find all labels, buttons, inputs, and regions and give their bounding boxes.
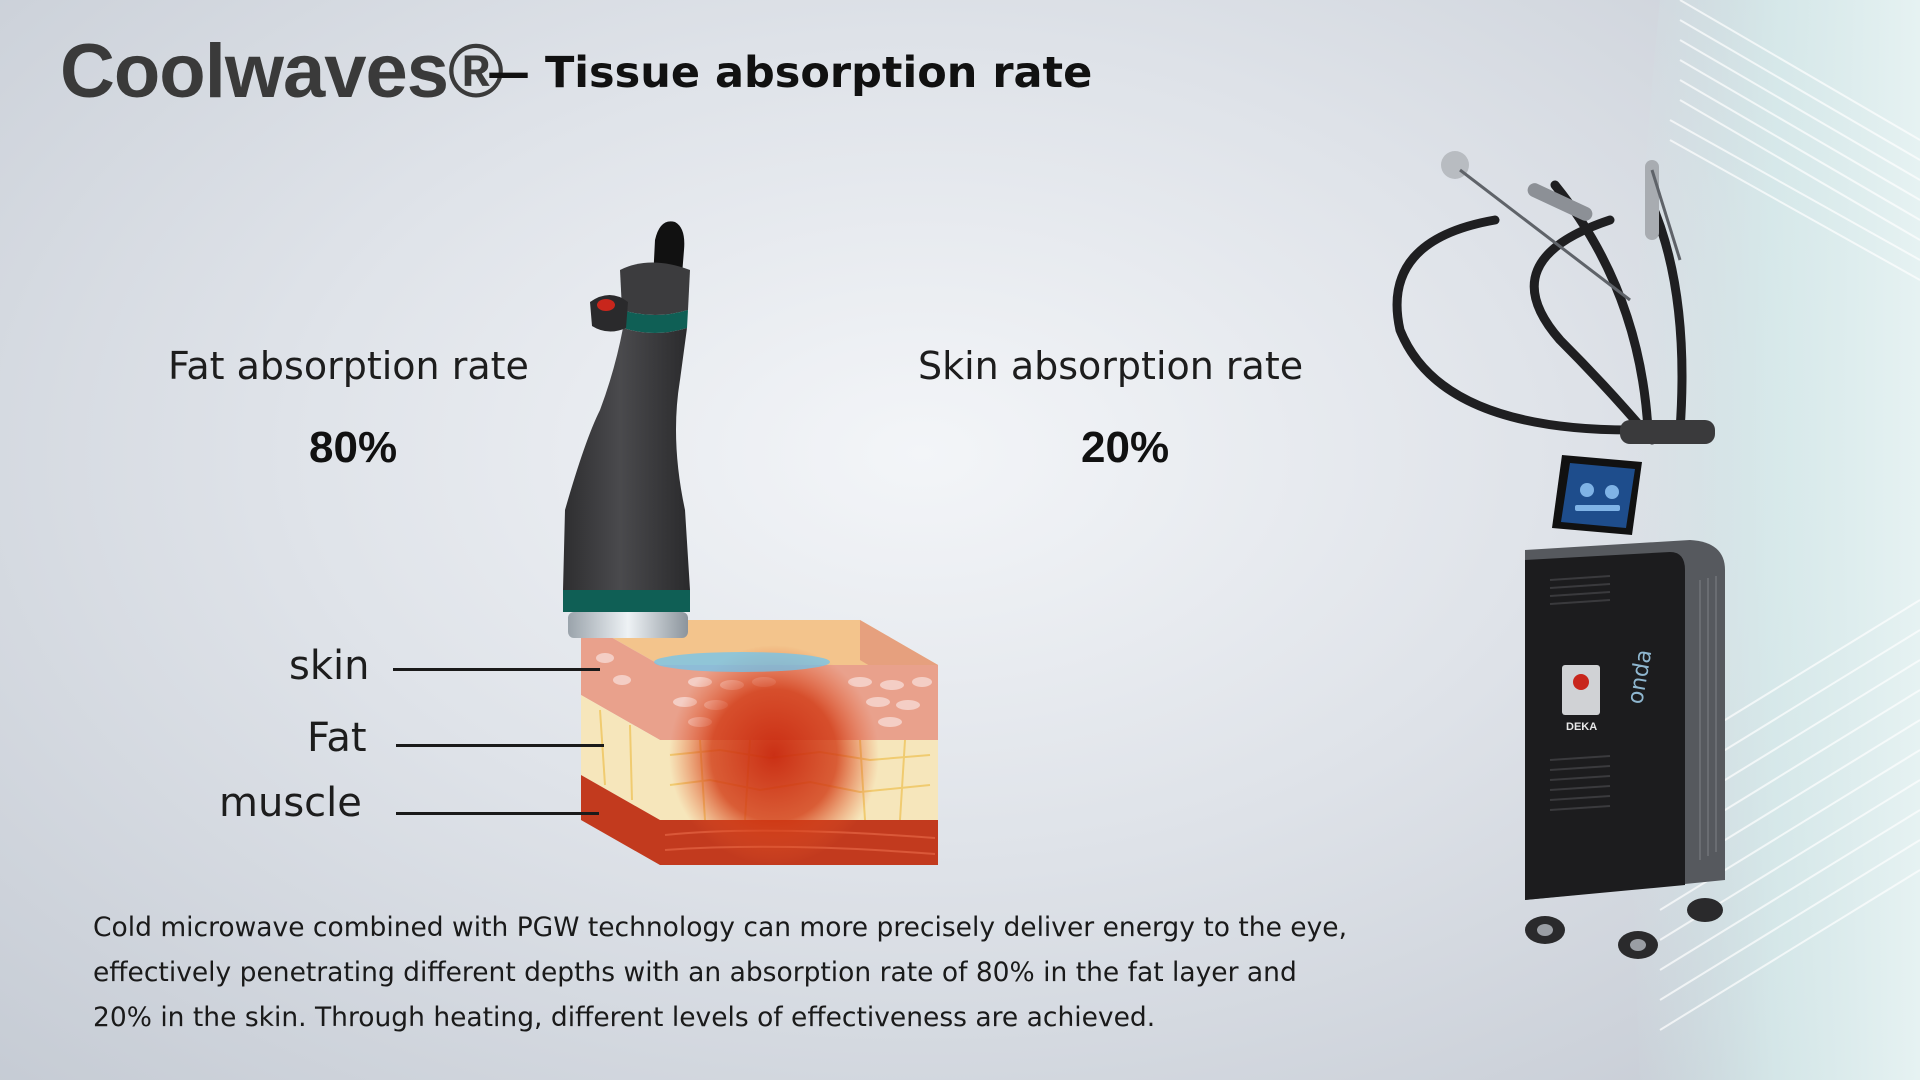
tissue-block	[581, 620, 938, 865]
skin-absorption-label: Skin absorption rate	[918, 344, 1304, 388]
layer-label-skin: skin	[289, 643, 370, 689]
leader-line-fat	[396, 744, 604, 747]
handpiece-tissue-illustration	[563, 221, 938, 865]
leader-line-skin	[393, 668, 600, 671]
title-brand: Coolwaves®	[60, 29, 504, 114]
device-illustration: DEKA onda	[1392, 151, 1725, 959]
fat-absorption-label: Fat absorption rate	[168, 344, 529, 388]
description-text: Cold microwave combined with PGW technol…	[93, 905, 1413, 1040]
skin-absorption-value: 20%	[1081, 423, 1170, 472]
description-line: Cold microwave combined with PGW technol…	[93, 912, 1348, 943]
layer-label-muscle: muscle	[219, 780, 362, 826]
handpiece	[563, 221, 690, 638]
fat-absorption-value: 80%	[309, 423, 398, 472]
layer-label-fat: Fat	[307, 715, 367, 761]
device-brand-text: DEKA	[1566, 721, 1597, 733]
leader-line-muscle	[396, 812, 599, 815]
description-line: 20% in the skin. Through heating, differ…	[93, 1002, 1156, 1033]
title-subtitle: — Tissue absorption rate	[487, 48, 1093, 98]
description-line: effectively penetrating different depths…	[93, 957, 1297, 988]
